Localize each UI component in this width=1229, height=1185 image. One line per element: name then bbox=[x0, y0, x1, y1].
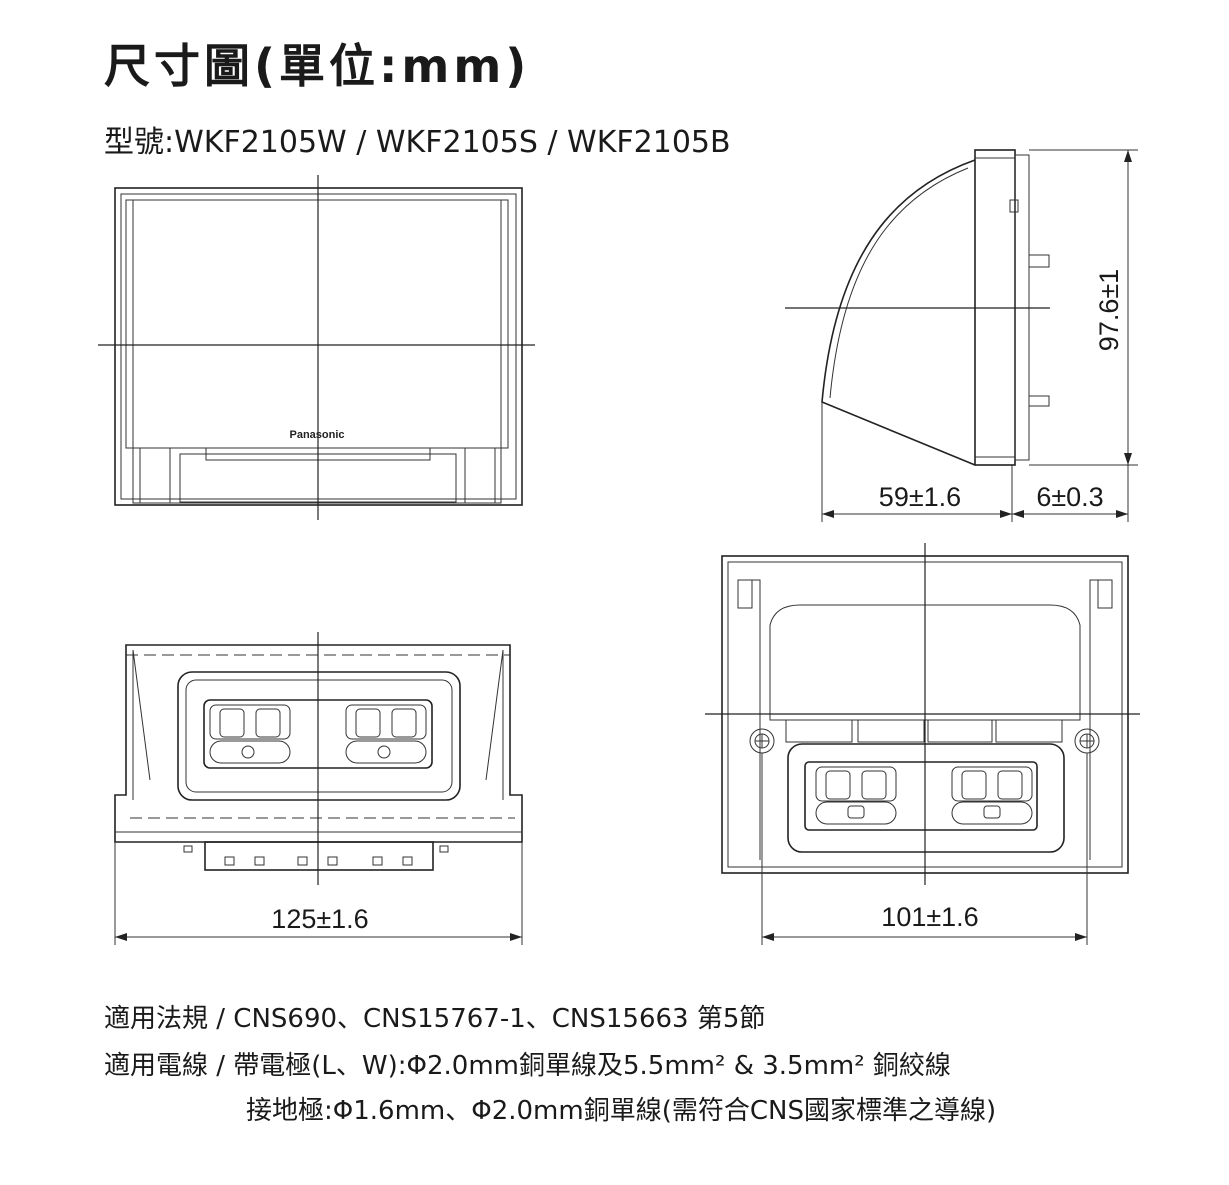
height-dimension: 97.6±1 bbox=[1094, 269, 1124, 351]
model-numbers: 型號:WKF2105W / WKF2105S / WKF2105B bbox=[104, 125, 731, 160]
inner-width-dimension: 101±1.6 bbox=[881, 902, 978, 932]
rear-view: 101±1.6 bbox=[705, 543, 1140, 945]
plate-thickness-dimension: 6±0.3 bbox=[1036, 482, 1103, 512]
brand-logo: Panasonic bbox=[289, 429, 344, 441]
depth-dimension: 59±1.6 bbox=[879, 482, 961, 512]
wire-ground-note: 接地極:Φ1.6mm、Φ2.0mm銅單線(需符合CNS國家標準之導線) bbox=[246, 1096, 997, 1126]
wire-live-note: 適用電線 / 帶電極(L、W):Φ2.0mm銅單線及5.5mm² & 3.5mm… bbox=[104, 1051, 951, 1081]
side-view: 97.6±1 59±1.6 6±0.3 bbox=[785, 149, 1138, 522]
open-bottom-view: 125±1.6 bbox=[114, 632, 523, 945]
page-title: 尺寸圖(單位:mm) bbox=[104, 39, 531, 93]
front-view: Panasonic bbox=[98, 175, 535, 520]
regulations-note: 適用法規 / CNS690、CNS15767-1、CNS15663 第5節 bbox=[104, 1004, 766, 1034]
width-dimension: 125±1.6 bbox=[271, 904, 368, 934]
